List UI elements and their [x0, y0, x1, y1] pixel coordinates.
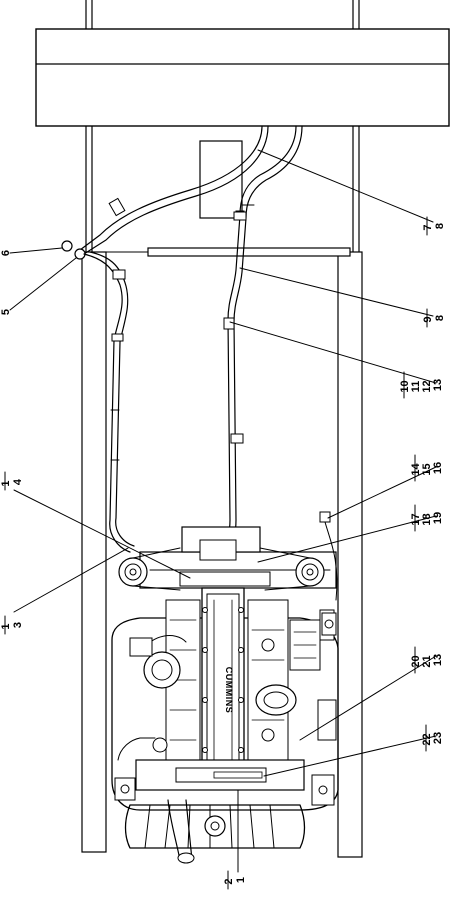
pipe-right-long — [219, 125, 303, 559]
leader-lines — [9, 149, 437, 873]
hose-left-upper — [61, 125, 269, 260]
pipe-left-long — [83, 251, 135, 553]
chassis-frame — [81, 0, 363, 858]
callout-5: 5 — [0, 309, 12, 315]
callout-20-13: 20 21 13 — [410, 652, 444, 667]
reservoir-tank — [199, 140, 255, 220]
callout-22-23: 22 23 — [421, 730, 444, 745]
callout-14-16: 14 15 16 — [410, 460, 444, 475]
cooling-fan — [124, 799, 306, 864]
callout-10-13: 10 11 12 13 — [399, 377, 444, 392]
engine-assembly: CUMMINS — [111, 526, 339, 811]
callout-2-1: 2 1 — [223, 875, 247, 884]
callout-labels: 6 5 1 4 1 3 2 1 7 8 9 8 — [0, 216, 446, 890]
callout-17-19: 17 18 19 — [410, 510, 444, 525]
callout-1-3: 1 3 — [0, 620, 24, 629]
brand-label: CUMMINS — [224, 667, 234, 714]
callout-6: 6 — [0, 250, 12, 256]
callout-1-4: 1 4 — [0, 477, 24, 486]
top-box — [35, 28, 450, 127]
callout-9-8: 9 8 — [422, 313, 446, 322]
callout-7-8: 7 8 — [422, 221, 446, 230]
